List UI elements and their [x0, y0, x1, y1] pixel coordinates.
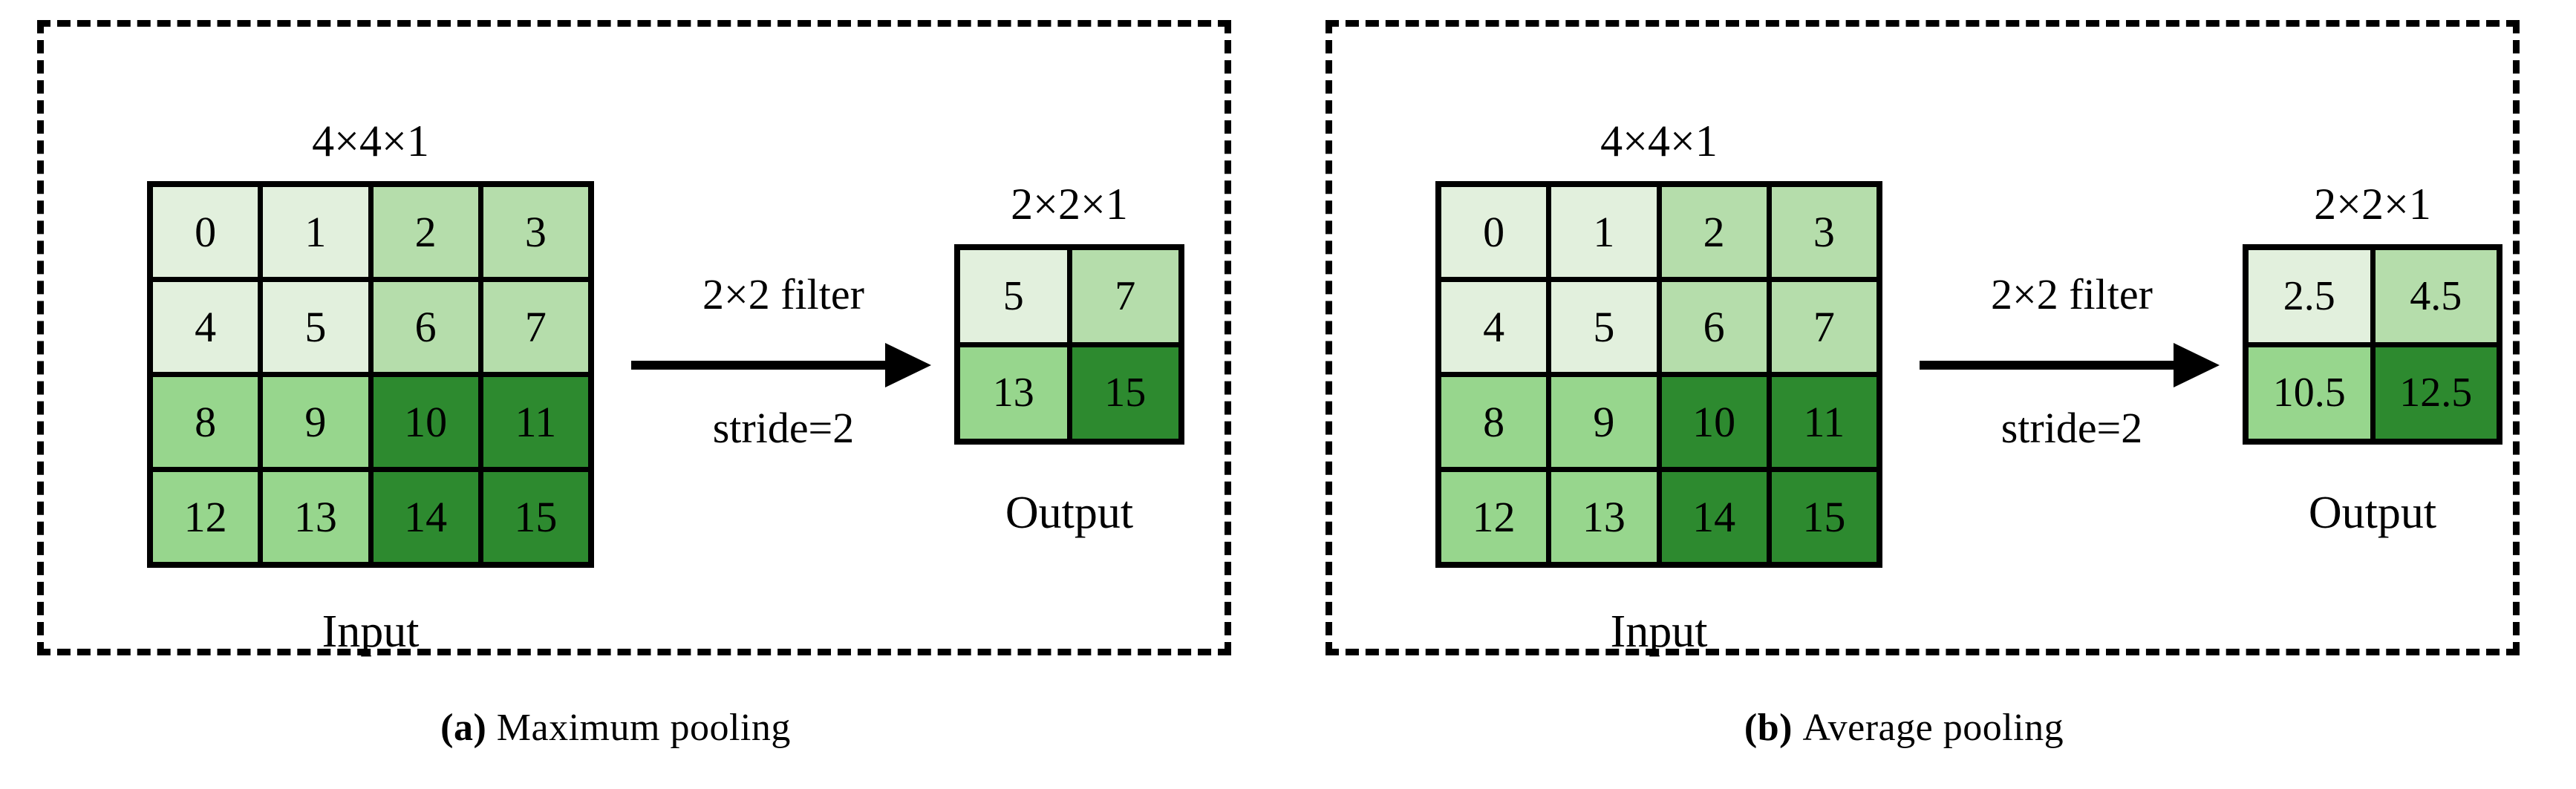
input-cell: 12	[1441, 472, 1547, 562]
panel-caption: (a) Maximum pooling	[0, 709, 1231, 747]
output-cell: 12.5	[2375, 347, 2497, 439]
output-grid-sublabel: Output	[1005, 488, 1134, 538]
input-cell: 1	[263, 187, 368, 277]
input-cell: 5	[1551, 282, 1657, 372]
output-block: 2×2×1 2.5 4.5 10.5 12.5 Output	[2243, 182, 2502, 620]
output-cell: 7	[1072, 250, 1178, 342]
caption-text: Maximum pooling	[496, 707, 791, 749]
input-grid: 0 1 2 3 4 5 6 7 8 9 10 11 12 13 14 15	[147, 181, 594, 568]
caption-tag: (b)	[1744, 707, 1793, 749]
input-block: 4×4×1 0 1 2 3 4 5 6 7 8 9 10 11 12 13 14…	[1435, 119, 1882, 683]
input-grid: 0 1 2 3 4 5 6 7 8 9 10 11 12 13 14 15	[1435, 181, 1882, 568]
panel-dashed-border	[1326, 20, 2520, 655]
input-cell: 7	[483, 282, 588, 372]
input-grid-title: 4×4×1	[1600, 117, 1718, 166]
input-cell: 4	[153, 282, 258, 372]
input-cell: 9	[1551, 377, 1657, 467]
input-cell: 8	[1441, 377, 1547, 467]
output-grid-title: 2×2×1	[1011, 180, 1128, 229]
output-cell: 2.5	[2249, 250, 2370, 342]
panel-dashed-border	[37, 20, 1231, 655]
output-grid-sublabel: Output	[2308, 488, 2437, 538]
input-cell: 13	[1551, 472, 1657, 562]
panel-caption: (b) Average pooling	[1288, 709, 2520, 747]
input-cell: 14	[373, 472, 478, 562]
input-cell: 8	[153, 377, 258, 467]
input-cell: 0	[153, 187, 258, 277]
input-cell: 15	[483, 472, 588, 562]
input-cell: 7	[1771, 282, 1876, 372]
input-cell: 11	[1771, 377, 1876, 467]
output-block: 2×2×1 5 7 13 15 Output	[954, 182, 1184, 620]
stride-label: stride=2	[712, 404, 855, 452]
input-cell: 13	[263, 472, 368, 562]
caption-text: Average pooling	[1802, 707, 2064, 749]
input-grid-sublabel: Input	[1610, 606, 1708, 657]
input-cell: 3	[483, 187, 588, 277]
output-cell: 4.5	[2375, 250, 2497, 342]
filter-label: 2×2 filter	[702, 270, 864, 318]
input-grid-title: 4×4×1	[312, 117, 429, 166]
input-cell: 2	[1661, 187, 1767, 277]
input-cell: 10	[373, 377, 478, 467]
input-cell: 15	[1771, 472, 1876, 562]
input-grid-sublabel: Input	[322, 606, 420, 657]
output-grid-title: 2×2×1	[2314, 180, 2431, 229]
input-cell: 6	[1661, 282, 1767, 372]
output-cell: 10.5	[2249, 347, 2370, 439]
filter-label: 2×2 filter	[1991, 270, 2153, 318]
arrow-head-icon	[2174, 343, 2220, 387]
pooling-arrow-group: 2×2 filter stride=2	[1912, 273, 2231, 466]
input-cell: 6	[373, 282, 478, 372]
input-cell: 4	[1441, 282, 1547, 372]
input-cell: 1	[1551, 187, 1657, 277]
panel-average-pooling: 4×4×1 0 1 2 3 4 5 6 7 8 9 10 11 12 13 14…	[1288, 0, 2576, 789]
input-cell: 5	[263, 282, 368, 372]
panel-maximum-pooling: 4×4×1 0 1 2 3 4 5 6 7 8 9 10 11 12 13 14…	[0, 20, 1231, 747]
input-cell: 3	[1771, 187, 1876, 277]
input-cell: 11	[483, 377, 588, 467]
arrow-shaft-icon	[631, 361, 891, 370]
input-cell: 12	[153, 472, 258, 562]
input-cell: 0	[1441, 187, 1547, 277]
input-cell: 10	[1661, 377, 1767, 467]
stride-label: stride=2	[2001, 404, 2143, 452]
output-cell: 5	[960, 250, 1067, 342]
input-cell: 9	[263, 377, 368, 467]
output-cell: 15	[1072, 347, 1178, 439]
output-grid: 5 7 13 15	[954, 244, 1184, 445]
input-block: 4×4×1 0 1 2 3 4 5 6 7 8 9 10 11 12 13 14…	[147, 119, 594, 683]
arrow-head-icon	[885, 343, 931, 387]
output-cell: 13	[960, 347, 1067, 439]
caption-tag: (a)	[440, 707, 487, 749]
output-grid: 2.5 4.5 10.5 12.5	[2243, 244, 2502, 445]
input-cell: 14	[1661, 472, 1767, 562]
input-cell: 2	[373, 187, 478, 277]
arrow-shaft-icon	[1920, 361, 2179, 370]
pooling-arrow-group: 2×2 filter stride=2	[624, 273, 943, 466]
